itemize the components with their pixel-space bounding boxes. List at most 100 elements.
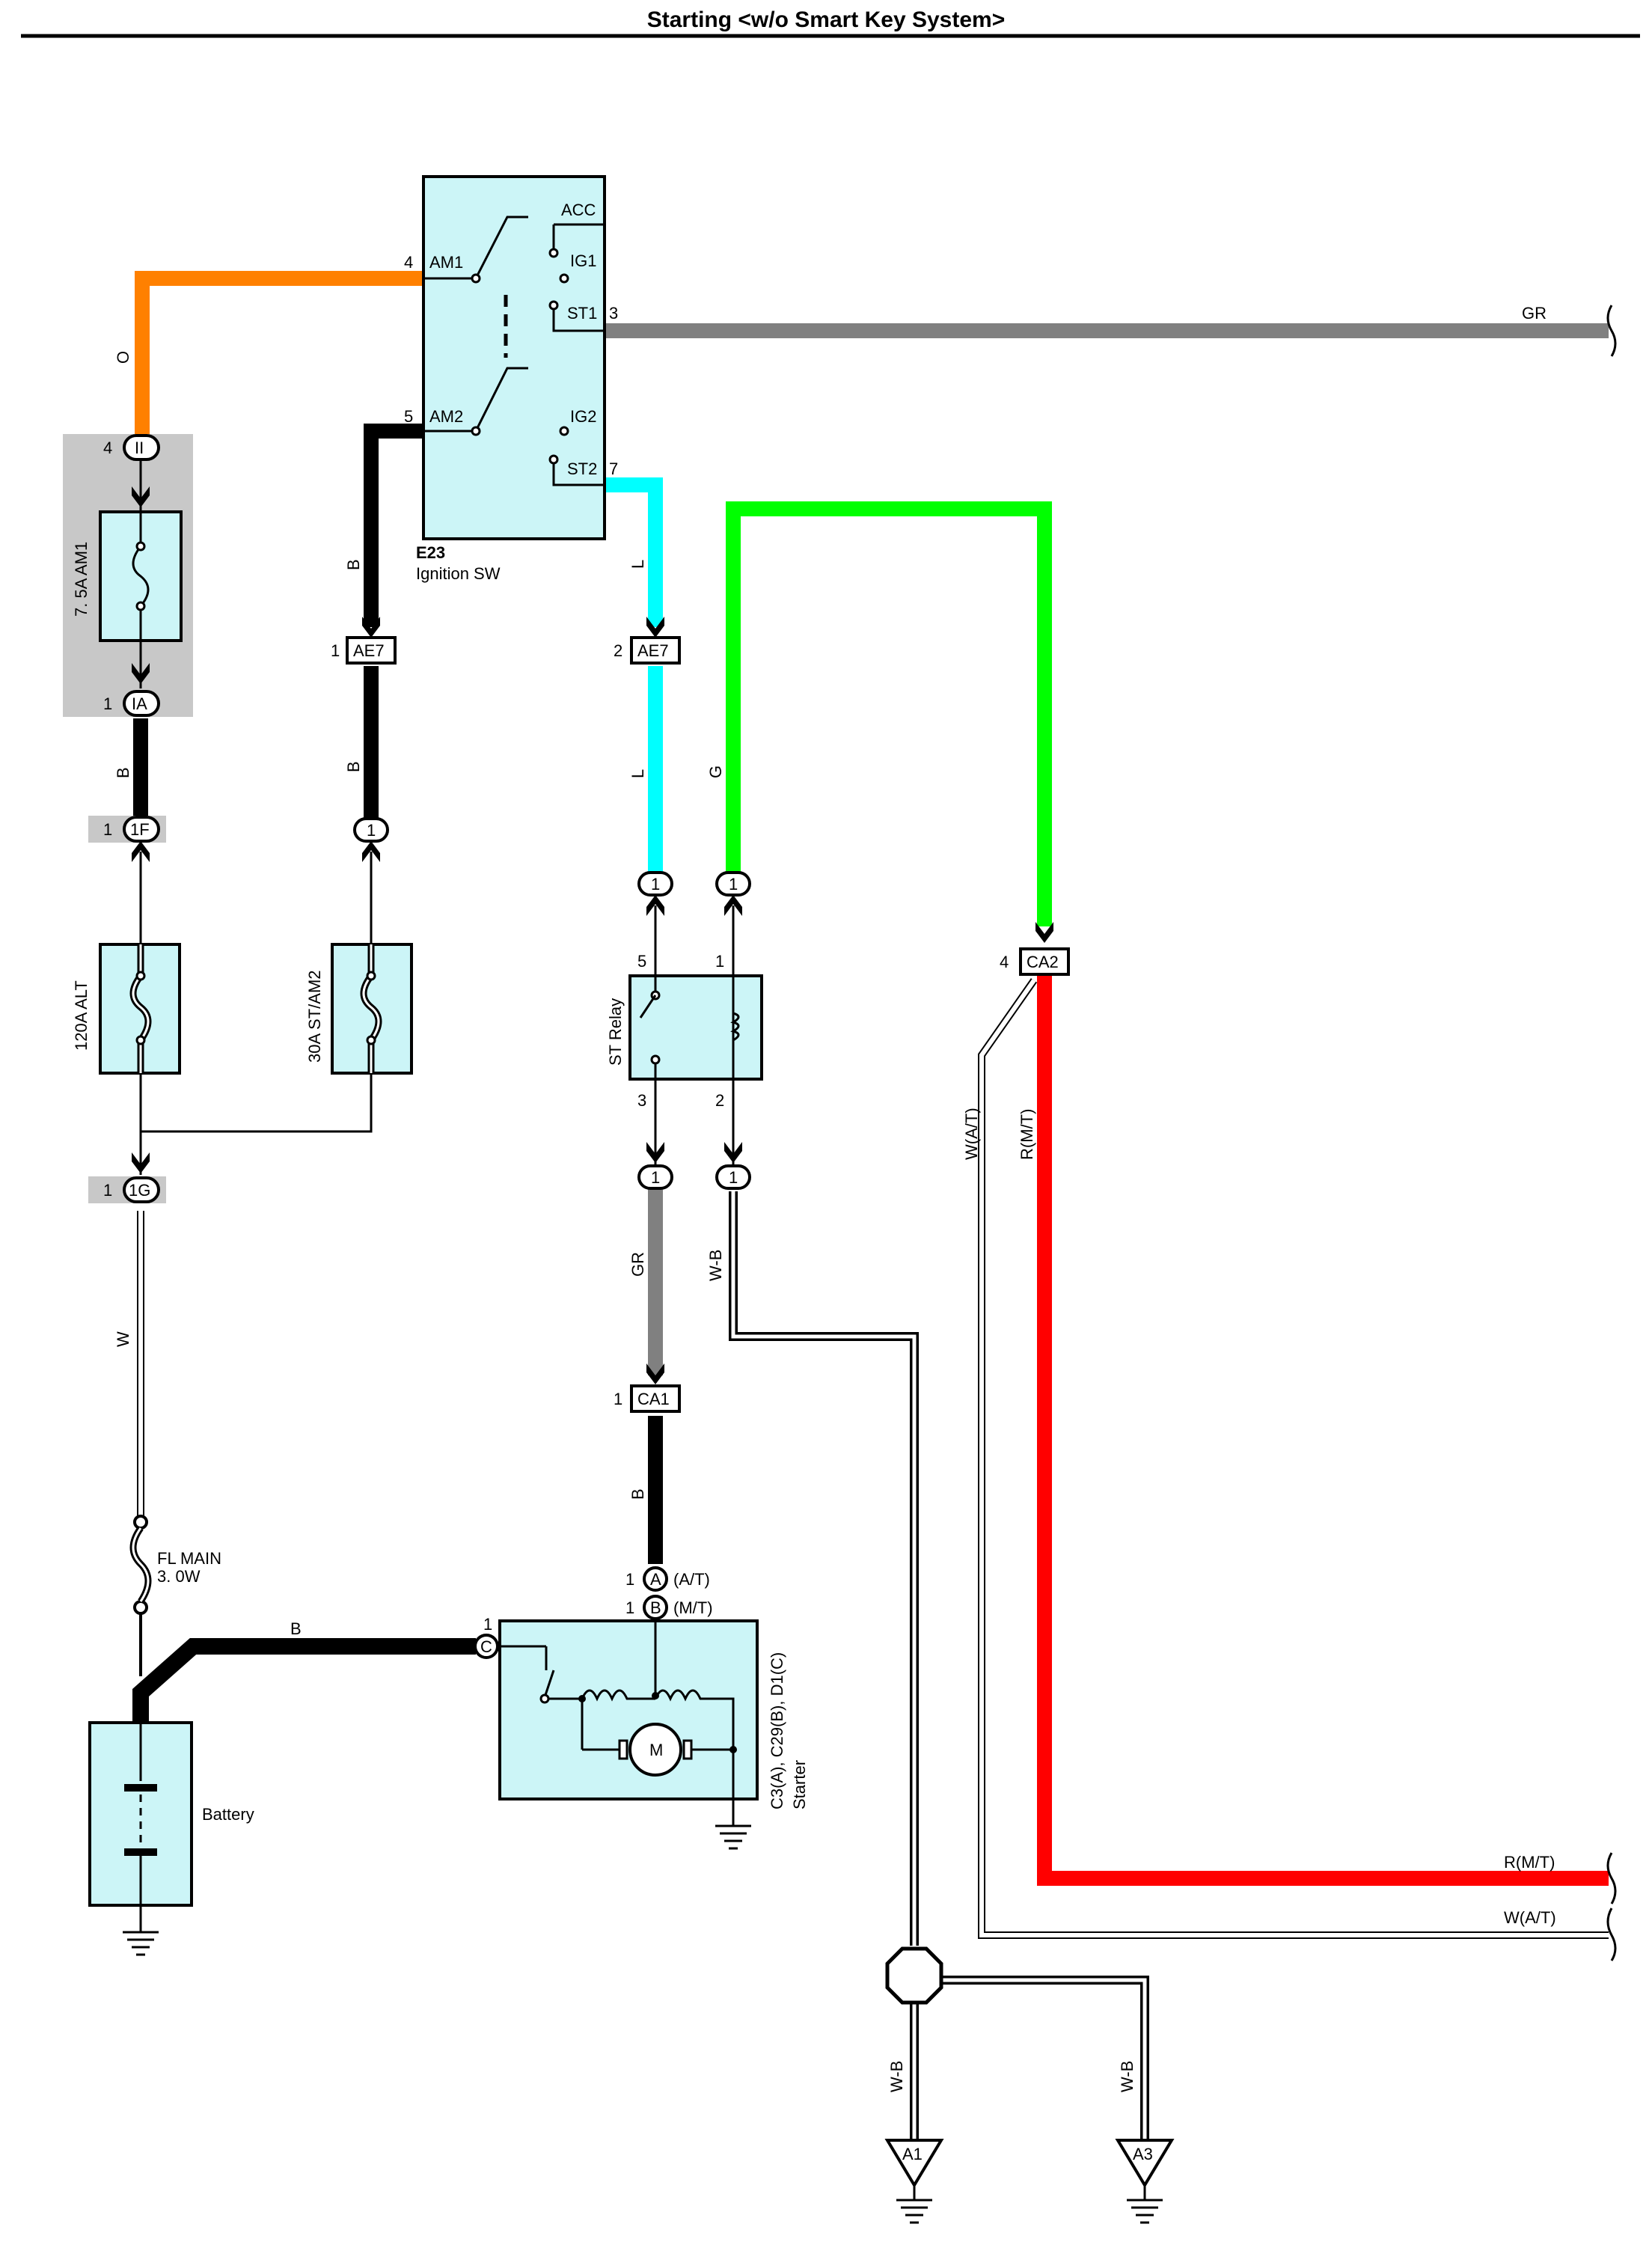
pin-ca1: 1: [614, 1390, 622, 1408]
starter-label-2: Starter: [790, 1760, 809, 1809]
connector-ca1-label: CA1: [637, 1390, 670, 1408]
relay-pin-1: 1: [715, 952, 724, 971]
wire-label-wb-a3: W-B: [1118, 2061, 1136, 2092]
ig-am1: AM1: [429, 253, 463, 272]
ig-st1: ST1: [567, 304, 597, 323]
wire-label-wb-relay: W-B: [706, 1250, 725, 1281]
connector-1f: [123, 816, 160, 843]
connector-ia: [123, 690, 160, 717]
ig-pin-am1: 4: [404, 253, 413, 272]
wire-label-wat-right: W(A/T): [1504, 1908, 1556, 1927]
st-am2-fuse-label: 30A ST/AM2: [305, 970, 324, 1063]
wire-label-rmt-right: R(M/T): [1504, 1853, 1555, 1872]
relay-pin-3: 3: [637, 1091, 646, 1110]
connector-relay-out-r: [715, 1164, 751, 1190]
battery-ground-icon: [123, 1905, 159, 1956]
connector-1g: [123, 1176, 160, 1203]
wire-wb-relay-fill: [731, 1191, 917, 1946]
st-relay-label: ST Relay: [606, 998, 625, 1066]
relay-pin-2: 2: [715, 1091, 724, 1110]
connector-ca1: [630, 1384, 681, 1413]
ig-acc: ACC: [561, 201, 596, 219]
connector-relay-out-l: [637, 1164, 673, 1190]
wire-label-gr-top: GR: [1522, 304, 1547, 323]
fl-main-label-2: 3. 0W: [157, 1567, 201, 1586]
ig-pin-st2: 7: [609, 459, 618, 478]
ground-a3-label: A3: [1133, 2145, 1153, 2163]
starter-label-1: C3(A), C29(B), D1(C): [768, 1652, 786, 1809]
wire-wb-a3-outline: [940, 1976, 1149, 2140]
connector-ca2: [1019, 947, 1070, 976]
break-mark-w: [1606, 1908, 1617, 1961]
battery-label: Battery: [202, 1805, 254, 1824]
connector-1-left-label: 1: [367, 821, 376, 840]
starter-pin-c: 1: [483, 1615, 492, 1634]
alt-fuse-label: 120A ALT: [72, 980, 91, 1051]
wire-label-g: G: [706, 766, 725, 778]
wire-black-battery-starter: [132, 1638, 476, 1723]
wire-label-l-bottom: L: [628, 769, 647, 778]
wire-cyan-st2: [605, 477, 663, 627]
pin-1f: 1: [103, 820, 112, 839]
ground-a1: [884, 2139, 944, 2224]
connector-relay-out-l-label: 1: [651, 1168, 660, 1187]
wire-white-at-outline: [978, 978, 1609, 1939]
ignition-switch: AM1 AM2 ACC IG1 ST1 IG2 ST2: [422, 175, 606, 540]
wire-label-b-ia: B: [114, 767, 132, 778]
connector-relay-out-r-label: 1: [729, 1168, 738, 1187]
wire-red-mt: [1037, 973, 1609, 1886]
starter-motor: [498, 1619, 759, 1800]
ig-am2: AM2: [429, 407, 463, 426]
page-title: Starting <w/o Smart Key System>: [647, 7, 1006, 32]
pin-1g: 1: [103, 1181, 112, 1200]
wire-wb-relay-outline: [729, 1191, 919, 1946]
fl-main-label-1: FL MAIN: [157, 1549, 221, 1568]
pin-ae7-right: 2: [614, 641, 622, 660]
ground-a3: [1115, 2139, 1175, 2224]
starter-conn-c-label: C: [480, 1637, 492, 1656]
connector-1f-label: 1F: [130, 820, 150, 839]
ig-pin-am2: 5: [404, 407, 413, 426]
pin-ae7-left: 1: [331, 641, 340, 660]
starter-conn-a-label: A: [650, 1570, 661, 1589]
wire-black-am2: [364, 424, 423, 627]
starter-mt: (M/T): [673, 1598, 713, 1617]
battery: [88, 1721, 193, 1907]
connector-ii: [123, 434, 160, 461]
break-mark-r: [1606, 1852, 1617, 1905]
wire-label-b-am2: B: [344, 559, 363, 570]
starter-at: (A/T): [673, 1570, 710, 1589]
wire-label-b-battery: B: [290, 1619, 302, 1638]
starter-conn-b-label: B: [650, 1598, 661, 1617]
ig-st2: ST2: [567, 459, 597, 478]
ig-ref: E23: [416, 543, 445, 562]
wire-label-w: W: [114, 1331, 132, 1347]
ig-name: Ignition SW: [416, 564, 501, 583]
wire-label-b-ae7: B: [344, 761, 363, 772]
wire-label-b-starter: B: [628, 1488, 647, 1500]
ground-junction: [885, 1946, 943, 2005]
am1-fuse-label: 7. 5A AM1: [72, 542, 91, 617]
wire-label-o: O: [114, 351, 132, 364]
pin-ia: 1: [103, 694, 112, 713]
starter-pin-b: 1: [625, 1598, 634, 1617]
connector-ae7-left-label: AE7: [353, 641, 385, 660]
ig-pin-st1: 3: [609, 304, 618, 323]
connector-relay-in-l-label: 1: [651, 875, 660, 894]
relay-pin-5: 5: [637, 952, 646, 971]
pin-ca2: 4: [1000, 953, 1009, 971]
connector-1g-label: 1G: [129, 1181, 150, 1200]
connector-relay-in-r-label: 1: [729, 875, 738, 894]
st-relay: [628, 974, 763, 1081]
wire-label-rmt-vert: R(M/T): [1018, 1109, 1036, 1160]
starter-ground-icon: [715, 1799, 751, 1850]
ig-ig2: IG2: [570, 407, 596, 426]
connector-ia-label: IA: [132, 694, 147, 713]
wire-label-wb-a1: W-B: [887, 2061, 906, 2092]
am1-fuse-symbol: [132, 512, 150, 641]
wire-green: [726, 501, 1052, 926]
connector-ae7-right-label: AE7: [637, 641, 669, 660]
starter-pin-a: 1: [625, 1570, 634, 1589]
wire-wb-a3-fill: [940, 1978, 1147, 2140]
wire-label-l-top: L: [628, 560, 647, 569]
